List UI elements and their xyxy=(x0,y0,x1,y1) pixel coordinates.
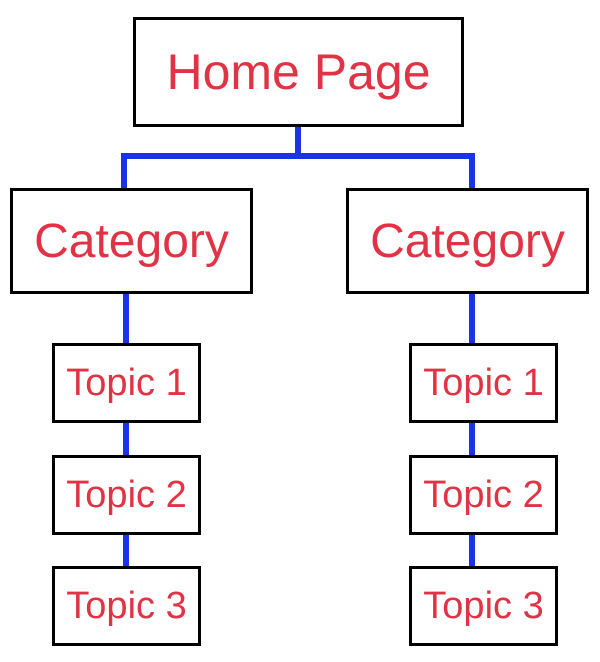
right-category-node: Category xyxy=(346,188,589,294)
right-category-label: Category xyxy=(370,214,565,268)
right-topic-3-label: Topic 3 xyxy=(423,584,544,627)
right-topic-2-node: Topic 2 xyxy=(409,455,558,535)
right-topic-1-node: Topic 1 xyxy=(409,343,558,423)
right-topic-2-label: Topic 2 xyxy=(423,473,544,516)
left-topic-3-label: Topic 3 xyxy=(66,584,187,627)
home-page-node: Home Page xyxy=(133,17,464,127)
left-topic-3-node: Topic 3 xyxy=(52,566,201,646)
left-category-node: Category xyxy=(10,188,253,294)
left-topic-1-node: Topic 1 xyxy=(52,343,201,423)
right-topic-3-node: Topic 3 xyxy=(409,566,558,646)
right-topic-1-label: Topic 1 xyxy=(423,361,544,404)
left-category-label: Category xyxy=(34,214,229,268)
left-topic-2-node: Topic 2 xyxy=(52,455,201,535)
home-page-label: Home Page xyxy=(166,44,431,100)
left-topic-1-label: Topic 1 xyxy=(66,361,187,404)
left-topic-2-label: Topic 2 xyxy=(66,473,187,516)
